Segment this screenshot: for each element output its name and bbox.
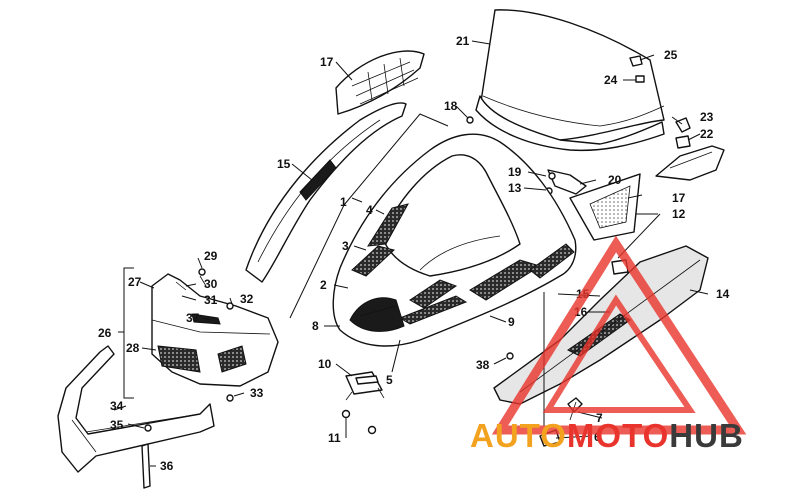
callout-7: 7 xyxy=(596,411,603,425)
watermark-triangle-outer xyxy=(491,235,747,435)
callout-29: 29 xyxy=(204,249,218,263)
callout-22: 22 xyxy=(700,127,714,141)
callout-6: 6 xyxy=(594,430,601,444)
hood-bracket xyxy=(341,371,385,435)
callout-10: 10 xyxy=(318,357,332,371)
side-mirror xyxy=(655,117,725,181)
callout-18: 18 xyxy=(444,99,458,113)
callout-33: 33 xyxy=(250,386,264,400)
callout-30: 30 xyxy=(204,277,218,291)
callout-37: 37 xyxy=(186,311,200,325)
callout-14: 14 xyxy=(716,287,730,301)
watermark-hub: HUB xyxy=(669,417,744,454)
callout-17-top: 17 xyxy=(320,55,334,69)
callout-20: 20 xyxy=(608,173,622,187)
callout-23: 23 xyxy=(700,110,714,124)
callout-27: 27 xyxy=(128,275,142,289)
watermark-auto: AUTO xyxy=(470,417,567,454)
callout-2: 2 xyxy=(320,278,327,292)
callout-38: 38 xyxy=(476,358,490,372)
callout-3: 3 xyxy=(342,239,349,253)
watermark-logo: AUTOMOTOHUB xyxy=(470,235,747,454)
callout-21: 21 xyxy=(456,34,470,48)
callout-28: 28 xyxy=(126,341,140,355)
callout-19: 19 xyxy=(508,165,522,179)
callout-24: 24 xyxy=(604,73,618,87)
watermark-triangle-inner xyxy=(542,294,696,413)
side-panel-left xyxy=(245,102,407,283)
callout-34: 34 xyxy=(110,399,124,413)
callout-labels: 1 2 3 4 5 6 7 8 9 10 11 12 13 14 15 15 1… xyxy=(98,34,730,473)
vent-panel-top xyxy=(335,50,425,115)
callout-11: 11 xyxy=(328,431,341,445)
windshield xyxy=(475,9,665,152)
callout-35: 35 xyxy=(110,418,124,432)
callout-9: 9 xyxy=(508,315,515,329)
callout-26: 26 xyxy=(98,326,112,340)
front-bumper xyxy=(57,345,215,489)
watermark-text: AUTOMOTOHUB xyxy=(470,417,744,454)
callout-1: 1 xyxy=(340,195,347,209)
callout-25: 25 xyxy=(664,48,678,62)
callout-36: 36 xyxy=(160,459,174,473)
callout-15-side: 15 xyxy=(277,157,291,171)
callout-13: 13 xyxy=(508,181,522,195)
vent-panel-right xyxy=(569,173,641,241)
callout-32: 32 xyxy=(240,292,254,306)
callout-12: 12 xyxy=(672,207,686,221)
screw-hardware-24-25 xyxy=(629,55,645,83)
callout-31: 31 xyxy=(204,293,218,307)
callout-8: 8 xyxy=(312,319,319,333)
callout-5: 5 xyxy=(386,373,393,387)
watermark-moto: MOTO xyxy=(567,417,669,454)
callout-17-right: 17 xyxy=(672,191,686,205)
main-hood xyxy=(332,133,577,347)
callout-4: 4 xyxy=(366,203,373,217)
